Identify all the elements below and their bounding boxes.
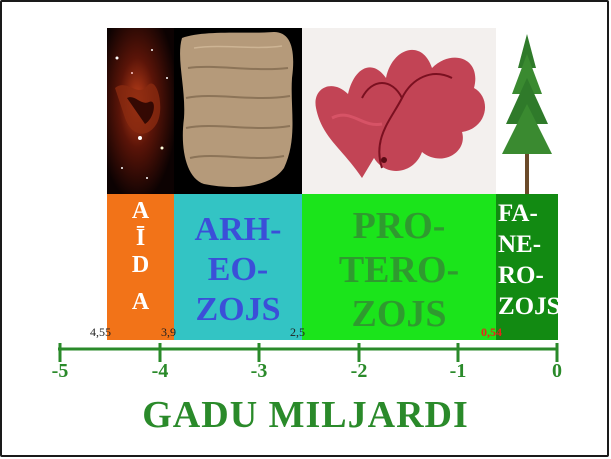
axis-tick-label: -2 (351, 360, 368, 383)
axis-tick-label: -4 (152, 360, 169, 383)
axis-tick-label: -3 (251, 360, 268, 383)
axis-tick-label: 0 (552, 360, 562, 383)
axis-tick-label: -5 (52, 360, 69, 383)
axis-title: GADU MILJARDI (0, 393, 611, 437)
axis-tick-label: -1 (450, 360, 467, 383)
